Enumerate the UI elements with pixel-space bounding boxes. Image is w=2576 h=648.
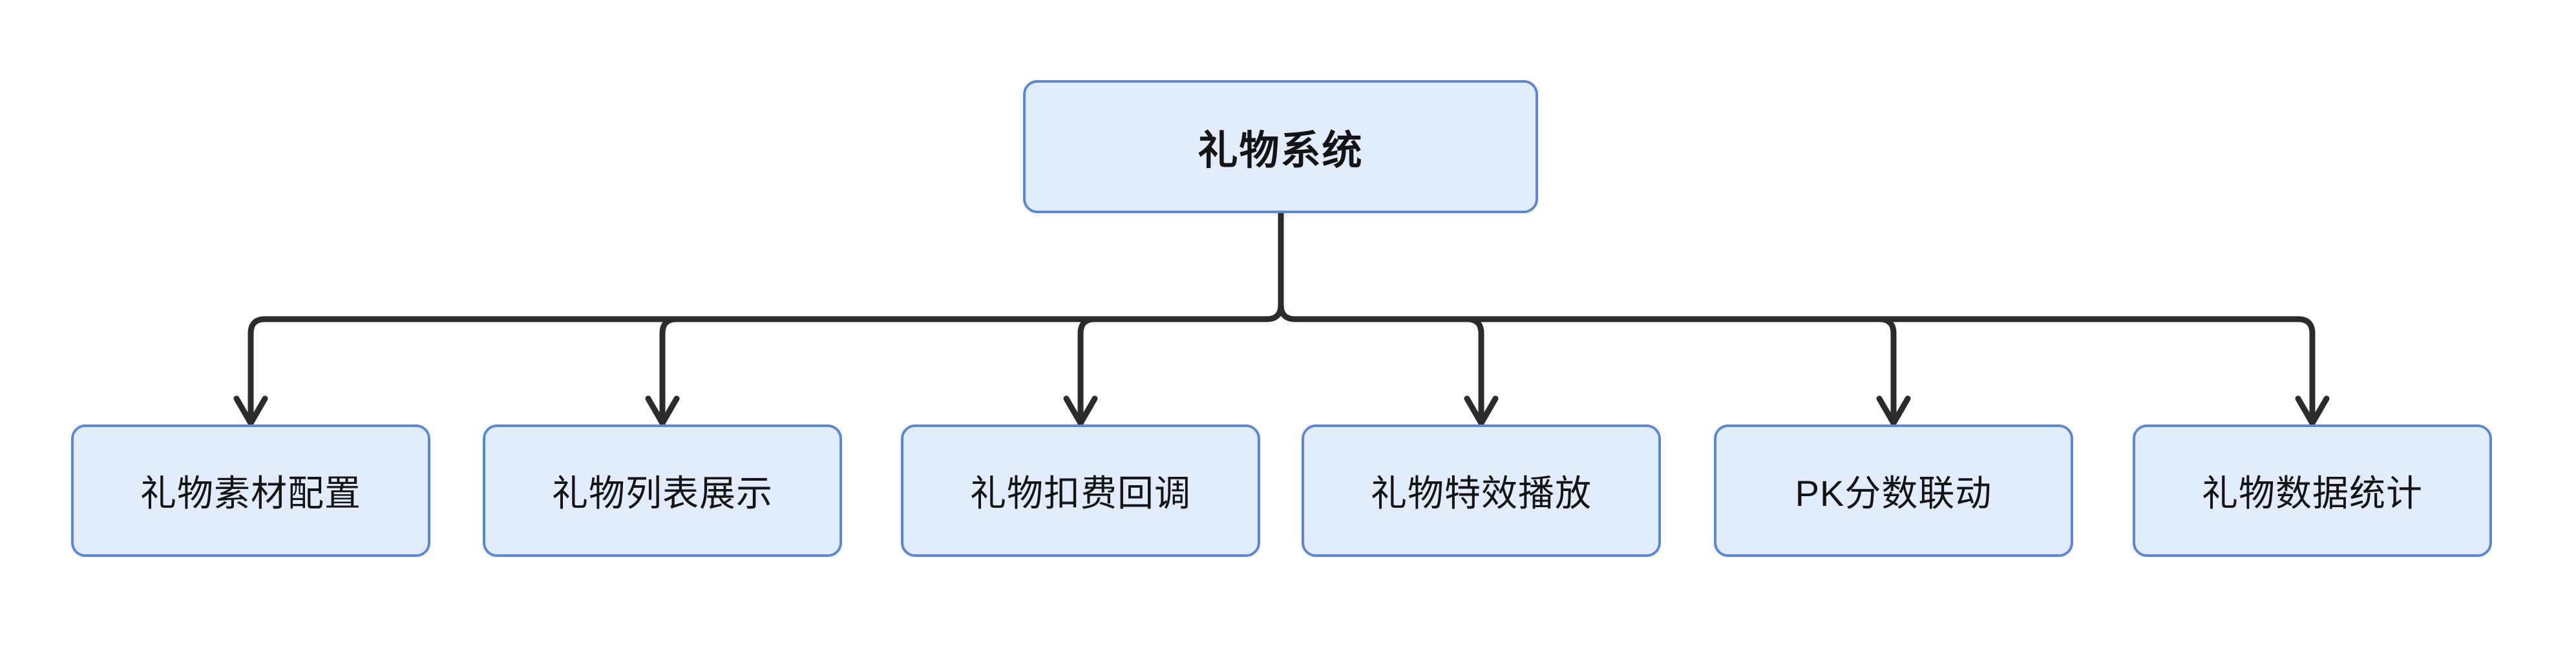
- arrowhead-1: [233, 395, 268, 426]
- node-label: 礼物素材配置: [140, 473, 361, 514]
- node-label: 礼物特效播放: [1371, 473, 1592, 514]
- node-label: 礼物数据统计: [2202, 473, 2423, 514]
- edge-drop-2: [659, 316, 680, 424]
- node-pk-score-linkage[interactable]: PK分数联动: [1714, 424, 2073, 557]
- arrowhead-4: [1464, 395, 1499, 426]
- node-gift-data-statistics[interactable]: 礼物数据统计: [2133, 424, 2492, 557]
- node-label: 礼物扣费回调: [970, 473, 1191, 514]
- edge-trunk-left: [1263, 302, 1284, 322]
- node-root[interactable]: 礼物系统: [1023, 80, 1538, 213]
- arrowhead-3: [1063, 395, 1098, 426]
- edge-drop-6: [2295, 316, 2316, 424]
- edge-drop-3: [1077, 316, 1098, 424]
- node-label: 礼物列表展示: [552, 473, 773, 514]
- node-root-label: 礼物系统: [1198, 129, 1364, 173]
- edge-drop-4: [1464, 316, 1484, 424]
- arrowhead-2: [645, 395, 680, 426]
- node-gift-effect-playback[interactable]: 礼物特效播放: [1302, 424, 1661, 557]
- edge-drop-1: [248, 316, 268, 424]
- node-gift-list-display[interactable]: 礼物列表展示: [483, 424, 842, 557]
- node-label: PK分数联动: [1795, 473, 1992, 514]
- node-gift-material-config[interactable]: 礼物素材配置: [71, 424, 430, 557]
- arrowhead-5: [1876, 395, 1911, 426]
- arrowhead-6: [2295, 395, 2330, 426]
- edge-drop-5: [1876, 316, 1897, 424]
- node-gift-fee-callback[interactable]: 礼物扣费回调: [901, 424, 1260, 557]
